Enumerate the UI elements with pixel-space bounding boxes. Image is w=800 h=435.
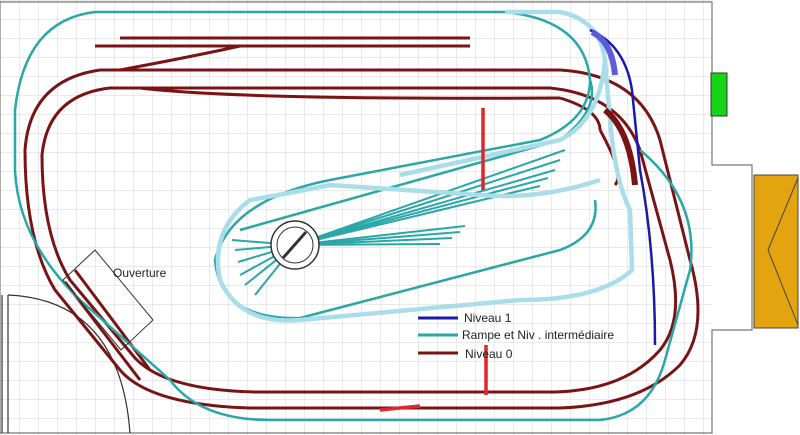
turntable	[270, 220, 320, 270]
red-markers	[379, 108, 488, 412]
orange-box	[753, 174, 799, 329]
turntable-fan	[231, 149, 566, 296]
green-box	[710, 72, 728, 117]
legend-label-level0: Niveau 0	[465, 347, 513, 361]
level0-ramp-highlight	[603, 107, 638, 186]
door-opening	[1, 294, 131, 434]
legend-label-level1: Niveau 1	[464, 311, 512, 325]
room-walls	[0, 1, 753, 434]
ramp-light-tracks	[215, 9, 635, 323]
opening-marker	[62, 249, 154, 351]
opening-label: Ouverture	[113, 266, 167, 280]
level1-tracks	[589, 28, 657, 346]
legend-label-ramp: Rampe et Niv . intermédiaire	[462, 328, 614, 342]
legend: Niveau 1 Rampe et Niv . intermédiaire Ni…	[418, 311, 614, 361]
